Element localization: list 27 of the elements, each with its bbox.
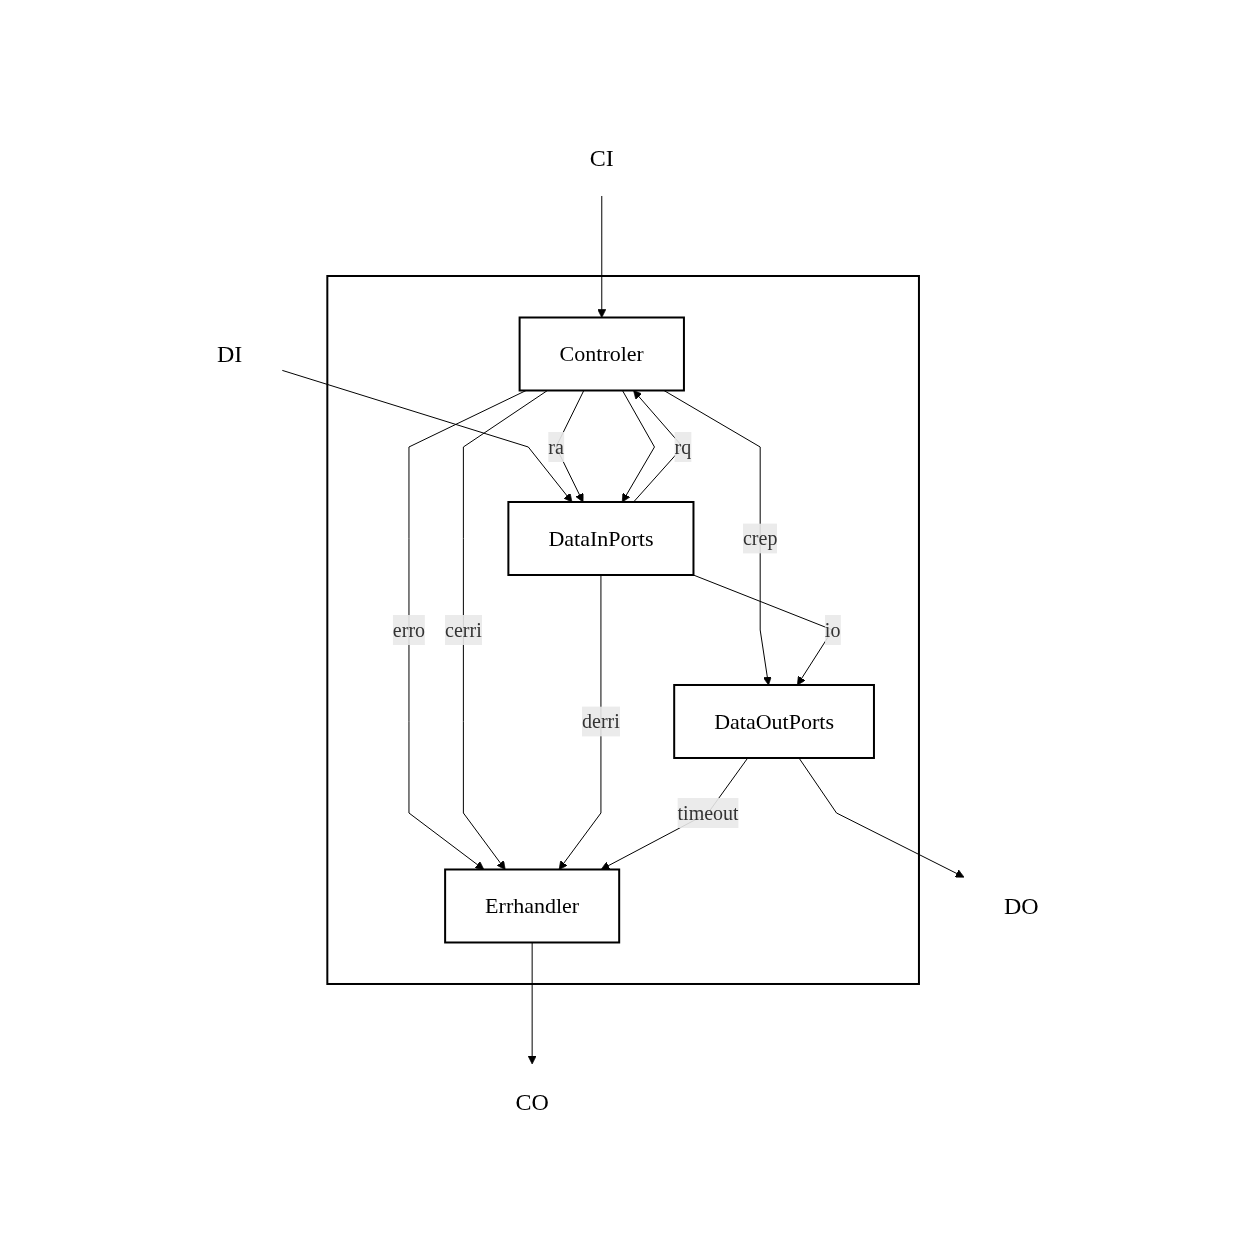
node-box: Controler [518, 316, 685, 392]
arrow [462, 390, 548, 870]
edge-label: cerri [444, 618, 482, 641]
node-text: DO [1003, 892, 1039, 919]
edge-label: erro [392, 618, 425, 641]
arrow [798, 757, 965, 878]
edge-label: ra [547, 436, 564, 458]
arrow [281, 369, 573, 503]
arrow [663, 390, 772, 686]
arrow [408, 390, 527, 870]
arrow [558, 574, 602, 870]
edge-label: rq [674, 436, 691, 458]
node-text: CO [515, 1088, 549, 1115]
node-box: DataInPorts [507, 501, 695, 576]
edge-label: crep [742, 527, 778, 550]
edge-label: timeout [677, 801, 739, 824]
edge-label: io [824, 618, 841, 641]
node-text: DI [216, 341, 243, 367]
arrow [600, 757, 748, 870]
arrow [527, 942, 537, 1065]
node-box: Errhandler [443, 868, 620, 944]
cluster [326, 275, 920, 985]
arrow [621, 390, 655, 503]
node-box: DataOutPorts [672, 684, 875, 759]
arrow [597, 195, 606, 318]
edge-label: derri [581, 710, 620, 733]
node-text: CI [589, 145, 614, 171]
